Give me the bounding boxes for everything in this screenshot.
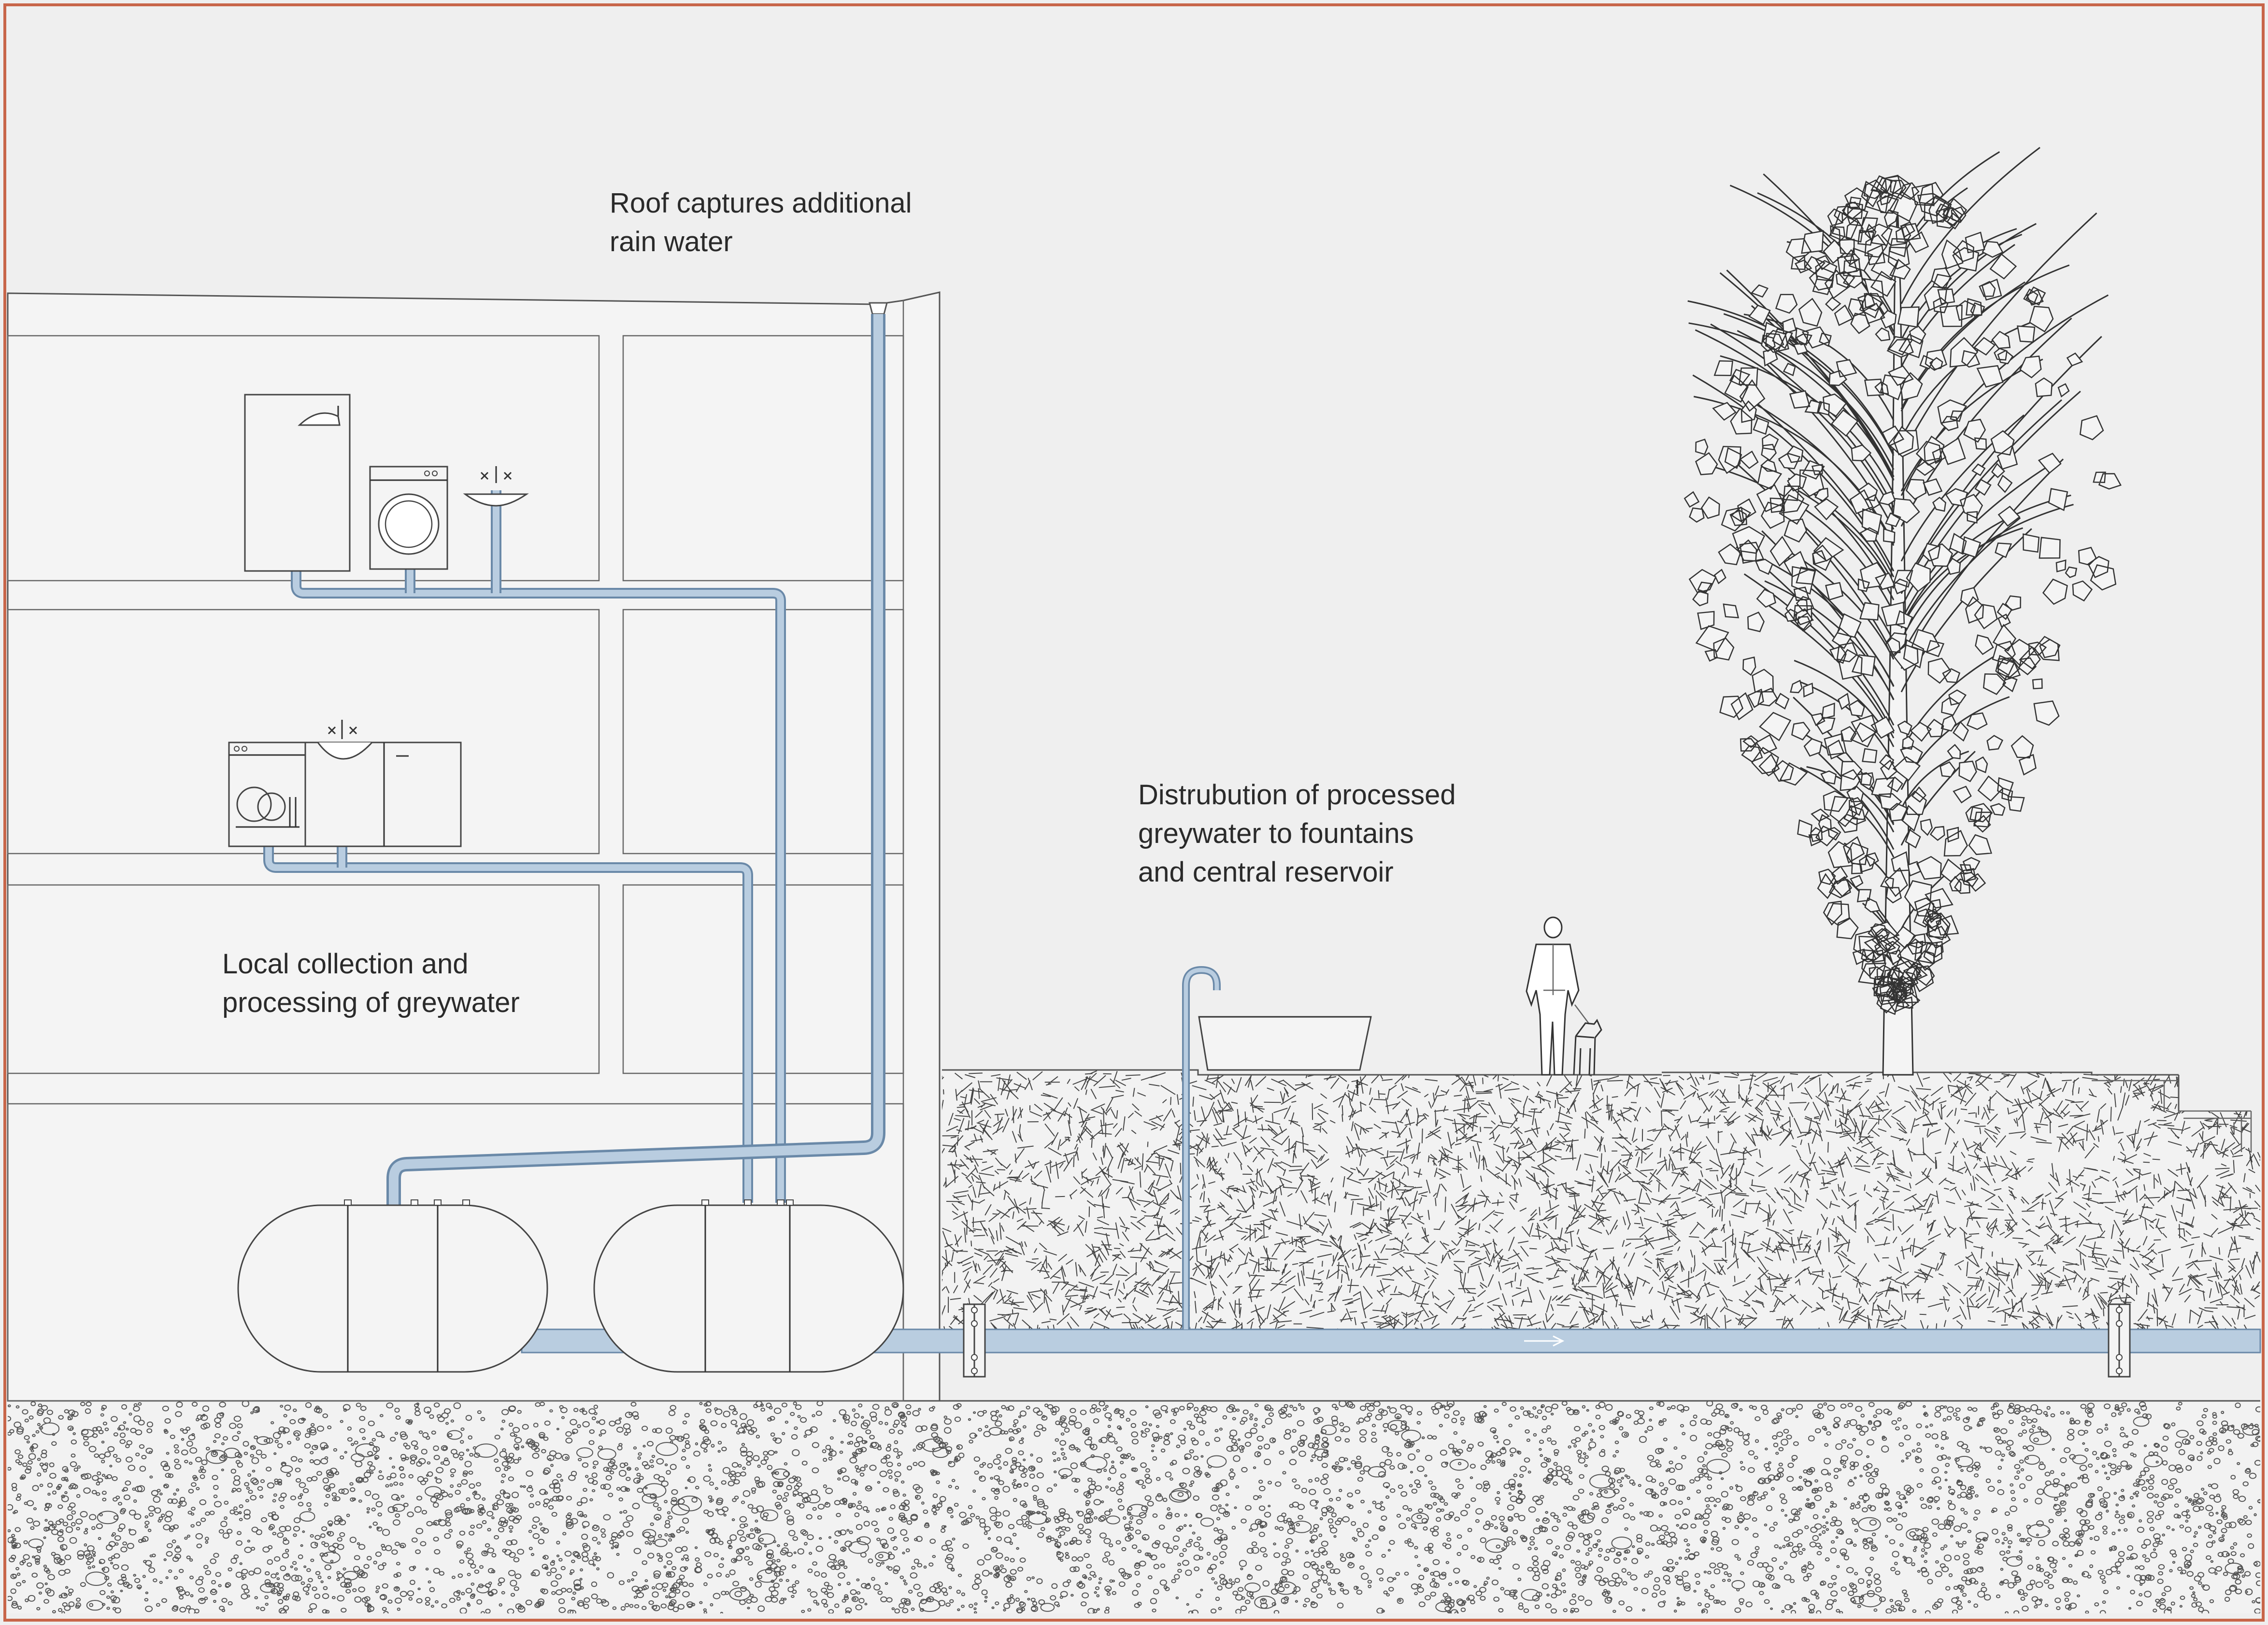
label-distribution-line-1: Distrubution of processed <box>1138 779 1456 811</box>
label-local-collection: Local collection and processing of greyw… <box>222 948 520 1018</box>
gravel-ground <box>8 1400 2260 1613</box>
label-distribution-line-3: and central reservoir <box>1138 856 1394 888</box>
flower-planter-icon <box>1198 1016 1372 1071</box>
soil-mound <box>942 1069 2260 1333</box>
tree-icon <box>1683 147 2122 1076</box>
pipe-flange-left <box>963 1303 986 1378</box>
roof-drain-icon <box>869 302 888 315</box>
pipe-flange-right <box>2108 1303 2131 1378</box>
label-distribution-line-2: greywater to fountains <box>1138 818 1414 849</box>
label-roof-line-2: rain water <box>610 226 733 257</box>
floor-slabs <box>7 335 904 1402</box>
water-tank-icon <box>593 1199 904 1373</box>
flow-arrow-icon <box>1524 1335 1565 1347</box>
dishwasher-icon <box>228 741 306 847</box>
label-roof-rainwater: Roof captures additional rain water <box>610 187 912 257</box>
building-section <box>7 291 941 1402</box>
shower-icon <box>244 394 351 572</box>
label-distribution: Distrubution of processed greywater to f… <box>1138 779 1456 888</box>
label-roof-line-1: Roof captures additional <box>610 187 912 219</box>
mound-hatch-texture <box>942 1070 2260 1333</box>
frame-border <box>3 3 2265 1622</box>
washing-machine-icon <box>369 466 448 570</box>
sink-icon <box>463 466 529 507</box>
gravel-texture <box>8 1401 2260 1613</box>
tree-leaves <box>1683 174 2122 1015</box>
kitchen-sink-icon <box>304 720 462 847</box>
water-tank-icon <box>237 1199 548 1373</box>
person-with-dog-icon <box>1526 916 1602 1076</box>
label-local-line-1: Local collection and <box>222 948 468 980</box>
label-local-line-2: processing of greywater <box>222 987 520 1018</box>
